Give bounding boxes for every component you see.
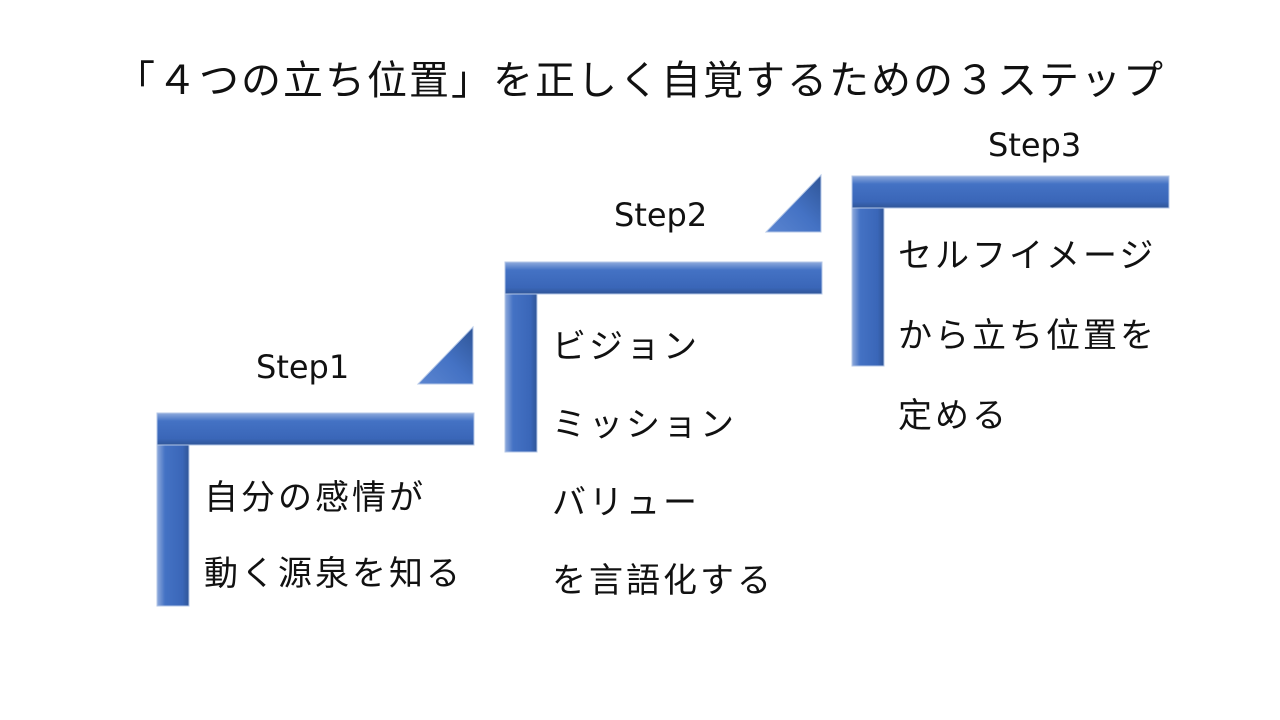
step2-line-3: バリュー: [552, 483, 700, 523]
step2-line-2: ミッション: [552, 405, 737, 445]
step1-line-2: 動く源泉を知る: [204, 554, 463, 594]
step2-bracket: [504, 261, 823, 453]
step1-triangle: [416, 325, 474, 385]
step3-line-3: 定める: [898, 396, 1009, 436]
step1-text: 自分の感情が 動く源泉を知る: [204, 460, 463, 612]
step3-line-2: から立ち位置を: [898, 316, 1157, 356]
step2-line-1: ビジョン: [552, 327, 700, 367]
step1-bracket: [156, 412, 475, 607]
step3-line-1: セルフイメージ: [898, 236, 1157, 276]
step1-line-1: 自分の感情が: [204, 478, 426, 518]
step3-label: Step3: [988, 126, 1082, 164]
step2-text: ビジョン ミッション バリュー を言語化する: [552, 308, 774, 620]
step3-bracket: [851, 175, 1170, 367]
step2-line-4: を言語化する: [552, 561, 774, 601]
step2-triangle: [764, 173, 822, 233]
step2-label: Step2: [614, 196, 708, 234]
step3-text: セルフイメージ から立ち位置を 定める: [898, 216, 1157, 456]
slide-title: 「４つの立ち位置」を正しく自覚するための３ステップ: [115, 58, 1165, 104]
step1-label: Step1: [256, 348, 350, 386]
